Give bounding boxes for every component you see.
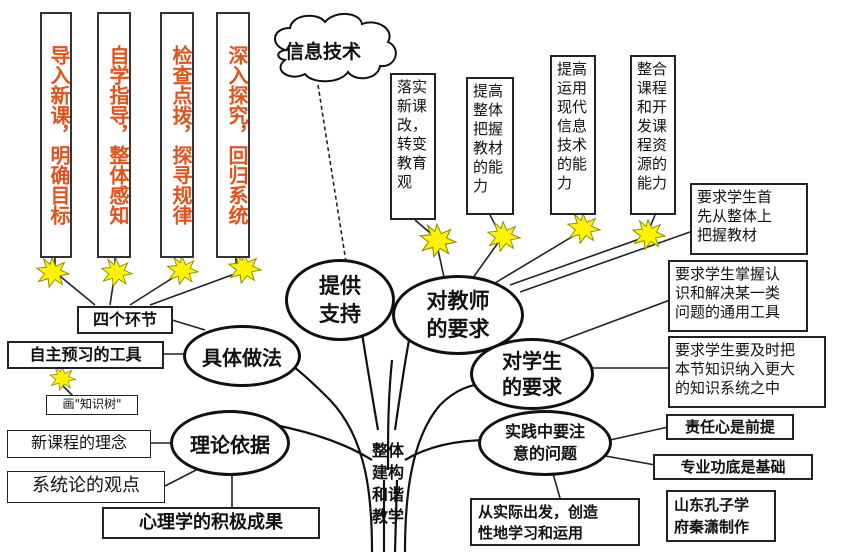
connector-line bbox=[609, 426, 669, 441]
step-box-2: 自学指导，整体感知 bbox=[97, 12, 131, 258]
star-icon bbox=[35, 256, 71, 289]
self-study-tool-box: 自主预习的工具 bbox=[7, 341, 164, 369]
star-icon bbox=[100, 257, 134, 288]
student-req-box-1: 要求学生首 先从整体上 把握教材 bbox=[690, 183, 808, 255]
connector-line bbox=[494, 231, 581, 284]
connector-line bbox=[164, 467, 201, 487]
star-icon bbox=[418, 222, 458, 259]
star-icon bbox=[486, 220, 522, 253]
theory-item-3: 心理学的积极成果 bbox=[102, 507, 320, 539]
star-group bbox=[35, 212, 667, 391]
connector-line bbox=[519, 231, 691, 293]
connector-line bbox=[554, 299, 671, 344]
connector-line bbox=[171, 319, 206, 331]
professional-box: 专业功底是基础 bbox=[653, 454, 813, 480]
student-req-box-2: 要求学生掌握认 识和解决某一类 问题的通用工具 bbox=[668, 260, 808, 332]
cloud-shape bbox=[274, 13, 397, 83]
step-box-3: 检查点拨，探寻规律 bbox=[160, 12, 194, 258]
connector-line bbox=[317, 84, 347, 263]
draw-tree-box: 画"知识树" bbox=[46, 395, 138, 415]
four-steps-box: 四个环节 bbox=[77, 306, 173, 334]
student-req-box-3: 要求学生要及时把 本节知识纳入更大 的知识系统之中 bbox=[668, 336, 826, 408]
cloud-label: 信息技术 bbox=[285, 41, 362, 63]
practice-issues-oval: 实践中要注 意的问题 bbox=[478, 410, 612, 476]
connector-line bbox=[54, 271, 96, 306]
student-req-oval: 对学生 的要求 bbox=[470, 338, 594, 410]
specific-method-oval: 具体做法 bbox=[183, 325, 301, 387]
from-reality-box: 从实际出发，创造 性地学习和运用 bbox=[470, 498, 640, 546]
theory-oval: 理论依据 bbox=[170, 410, 290, 476]
connector-line bbox=[509, 235, 649, 286]
trunk-text: 整体 建构 和谐 教学 bbox=[372, 441, 405, 526]
connector-line bbox=[469, 239, 501, 283]
connector-line bbox=[149, 271, 241, 306]
connector-line bbox=[599, 454, 656, 466]
theory-item-2: 系统论的观点 bbox=[7, 471, 165, 503]
theory-item-1: 新课程的理念 bbox=[7, 430, 151, 458]
teacher-req-box-1: 落实 新课 改， 转变 教育 观 bbox=[390, 73, 436, 220]
star-icon bbox=[631, 218, 667, 251]
author-box: 山东孔子学 府秦潇制作 bbox=[666, 490, 776, 542]
star-icon bbox=[566, 212, 602, 245]
star-icon bbox=[166, 255, 200, 286]
star-icon bbox=[49, 365, 77, 391]
responsibility-box: 责任心是前提 bbox=[666, 414, 794, 440]
star-icon bbox=[227, 252, 263, 285]
teacher-req-box-4: 整合 课程 和开 发课 程资 源的 能力 bbox=[630, 55, 676, 215]
teacher-req-box-3: 提高 运用 现代 信息 技术 的能 力 bbox=[550, 55, 596, 215]
teacher-req-box-2: 提高 整体 把握 教材 的能 力 bbox=[466, 77, 514, 215]
step-box-1: 导入新课，明确目标 bbox=[40, 12, 72, 258]
provide-support-oval: 提供 支持 bbox=[285, 259, 395, 341]
step-box-4: 深入探究，回归系统 bbox=[216, 12, 250, 258]
